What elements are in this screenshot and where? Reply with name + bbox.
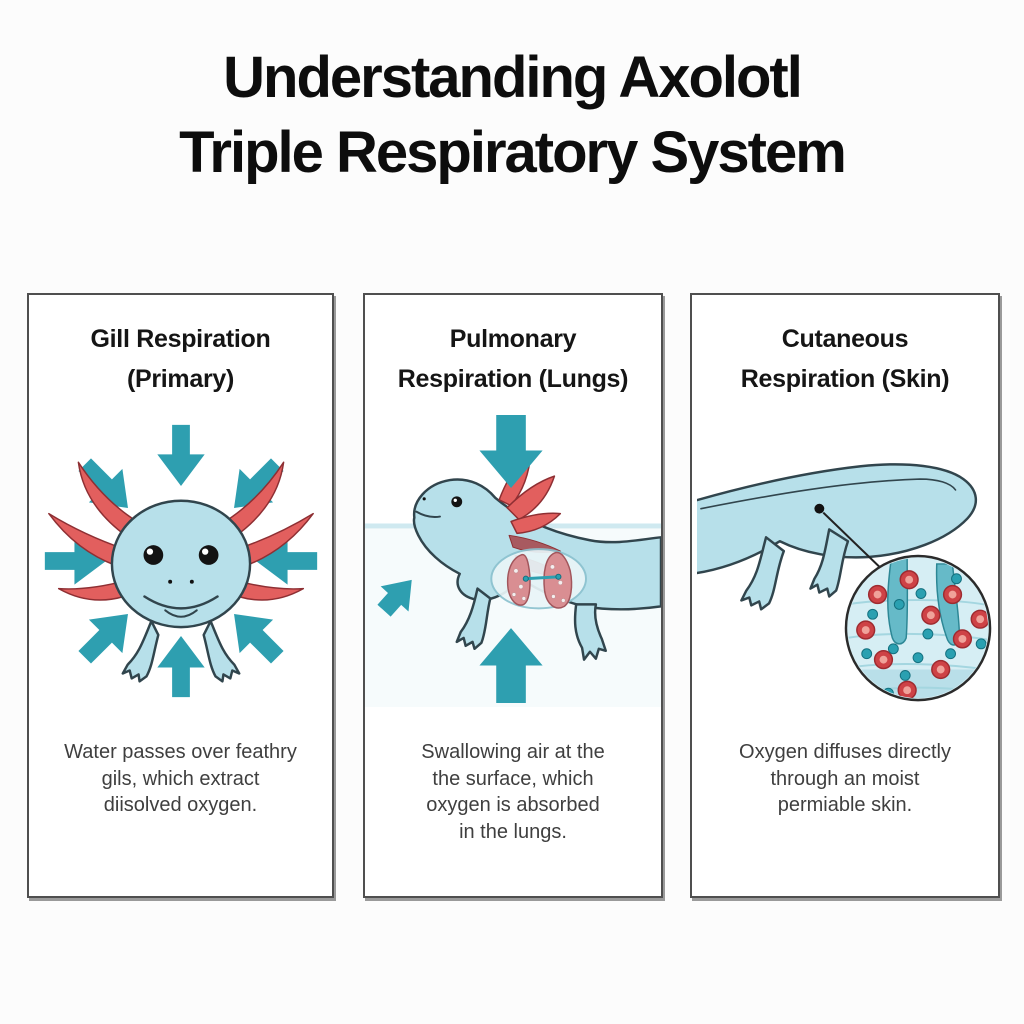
caption-line: the surface, which <box>432 767 594 790</box>
page-title: Understanding Axolotl Triple Respiratory… <box>0 40 1024 191</box>
eye-left <box>143 545 163 565</box>
panel-gill-respiration: Gill Respiration (Primary) <box>27 293 334 898</box>
magnifier-pointer-line <box>822 511 882 569</box>
surface-approach-arrow-icon <box>377 579 412 617</box>
heading-line: Gill Respiration <box>90 325 271 353</box>
caption-line: diisolved oxygen. <box>103 794 258 817</box>
axolotl-head <box>110 499 251 683</box>
hind-leg <box>573 603 607 661</box>
front-leg-left <box>121 619 160 683</box>
panel-heading: Pulmonary Respiration (Lungs) <box>365 319 661 399</box>
panel-cutaneous-respiration: Cutaneous Respiration (Skin) <box>690 293 1000 898</box>
gill-respiration-illustration <box>44 424 317 698</box>
caption-line: Oxygen diffuses directly <box>739 741 951 763</box>
panel-caption: Oxygen diffuses directly through an mois… <box>700 739 990 819</box>
oxygen-red-cells <box>856 570 989 699</box>
panel-heading: Gill Respiration (Primary) <box>29 319 332 399</box>
smile <box>415 510 441 518</box>
nostril <box>422 497 426 501</box>
nostril <box>189 579 194 584</box>
air-down-arrow-icon <box>479 414 543 488</box>
air-up-arrow-icon <box>479 628 543 704</box>
panel-caption: Water passes over feathry gils, which ex… <box>37 739 324 819</box>
eye-right <box>198 545 218 565</box>
skin-sample-dot-icon <box>814 503 825 514</box>
cutaneous-respiration-illustration <box>697 463 992 702</box>
eye <box>451 496 463 508</box>
leg <box>740 536 786 611</box>
tail-fin-line <box>700 478 957 510</box>
caption-line: gils, which extract <box>101 767 260 790</box>
caption-line: permiable skin. <box>777 794 913 817</box>
trachea <box>523 575 561 581</box>
panel-pulmonary-respiration: Pulmonary Respiration (Lungs) <box>363 293 663 898</box>
page-title-line-2: Triple Respiratory System <box>179 120 847 186</box>
page-title-line-1: Understanding Axolotl <box>223 45 803 110</box>
nostril <box>167 579 172 584</box>
caption-line: oxygen is absorbed <box>426 794 600 817</box>
front-leg <box>455 587 492 651</box>
caption-line: Water passes over feathry <box>64 741 297 763</box>
pulmonary-respiration-illustration <box>365 414 661 707</box>
axolotl-tail-body <box>697 463 977 611</box>
leg <box>809 528 850 598</box>
heading-line: (Primary) <box>126 365 235 393</box>
caption-line: through an moist <box>770 767 920 790</box>
caption-line: in the lungs. <box>459 820 567 843</box>
heading-line: Respiration (Lungs) <box>397 365 629 393</box>
front-leg-right <box>201 619 240 683</box>
heading-line: Cutaneous <box>781 325 909 353</box>
smile <box>142 595 219 610</box>
lungs-cutaway <box>490 548 587 610</box>
heading-line: Respiration (Skin) <box>740 365 950 393</box>
panel-caption: Swallowing air at the the surface, which… <box>373 739 653 845</box>
panel-heading: Cutaneous Respiration (Skin) <box>692 319 998 399</box>
caption-line: Swallowing air at the <box>421 741 605 763</box>
heading-line: Pulmonary <box>449 325 577 353</box>
